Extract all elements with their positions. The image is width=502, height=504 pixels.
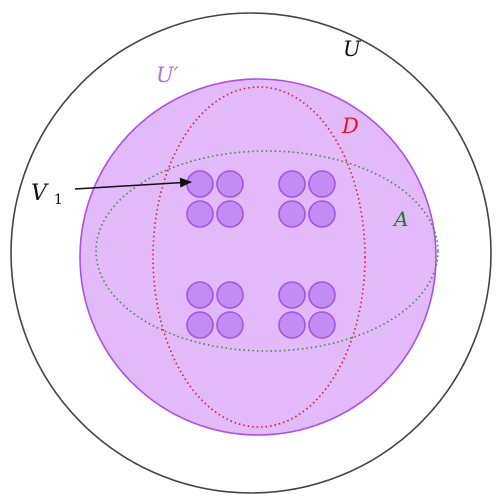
label-u: U — [343, 37, 362, 61]
ellipse-d — [152, 86, 366, 428]
dot-clusters — [186, 170, 336, 339]
ellipse-a — [95, 150, 439, 352]
dot-cluster-1-item-4 — [216, 200, 244, 228]
dot-cluster-2-item-4 — [308, 200, 336, 228]
dot-cluster-3-item-2 — [216, 281, 244, 309]
dot-cluster-3-item-1 — [186, 281, 214, 309]
label-v1: V 1 — [31, 181, 63, 208]
dot-cluster-3-item-4 — [216, 311, 244, 339]
dot-cluster-4-item-3 — [278, 311, 306, 339]
dot-cluster-1-item-1 — [186, 170, 214, 198]
label-d: D — [341, 114, 359, 138]
label-u-prime: U′ — [156, 63, 179, 87]
outer-circle-u — [10, 12, 492, 494]
label-v1-sub: 1 — [54, 192, 63, 208]
dot-cluster-2-item-1 — [278, 170, 306, 198]
dot-cluster-3-item-3 — [186, 311, 214, 339]
label-a: A — [392, 207, 408, 231]
inner-circle-u-prime — [79, 78, 437, 436]
label-v1-main: V — [31, 181, 49, 206]
dot-cluster-2-item-2 — [308, 170, 336, 198]
dot-cluster-4-item-4 — [308, 311, 336, 339]
dot-cluster-2-item-3 — [278, 200, 306, 228]
dot-cluster-4-item-2 — [308, 281, 336, 309]
dot-cluster-1-item-3 — [186, 200, 214, 228]
dot-cluster-1-item-2 — [216, 170, 244, 198]
dot-cluster-4-item-1 — [278, 281, 306, 309]
arrow-right-icon — [74, 177, 192, 190]
